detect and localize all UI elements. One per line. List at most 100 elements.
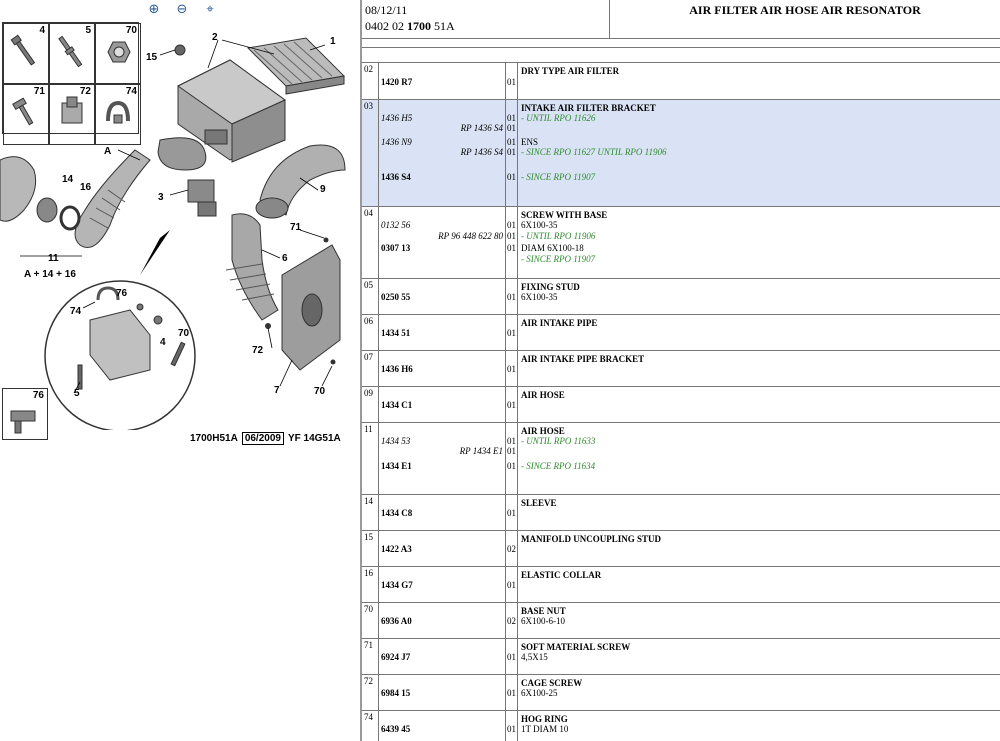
row-text: 01 bbox=[507, 508, 516, 518]
ref-cell: 02 bbox=[362, 63, 379, 99]
quantity-cell: 01 bbox=[506, 639, 518, 674]
air-pipe-6-shape bbox=[225, 213, 279, 321]
row-text[interactable]: RP 1436 S4 bbox=[460, 123, 503, 133]
quantity-cell: 01 bbox=[506, 279, 518, 314]
pan-zoom-icon[interactable]: ⌖ bbox=[206, 2, 214, 17]
row-text[interactable]: 6439 45 bbox=[381, 724, 411, 734]
actuator-3-shape bbox=[187, 179, 217, 217]
row-text: 01 bbox=[507, 172, 516, 182]
row-text: 01 bbox=[507, 400, 516, 410]
row-text: 01 bbox=[507, 364, 516, 374]
row-text: 4,5X15 bbox=[521, 652, 548, 662]
thumb-num: 71 bbox=[33, 86, 45, 97]
row-text: 01 bbox=[507, 147, 516, 157]
quantity-cell: 02 bbox=[506, 531, 518, 566]
thumb-76[interactable]: 76 bbox=[2, 388, 48, 440]
row-text: 01 bbox=[507, 446, 516, 456]
row-text[interactable]: 6936 A0 bbox=[381, 616, 412, 626]
row-text[interactable]: RP 1436 S4 bbox=[460, 147, 503, 157]
row-text: 01 bbox=[507, 113, 516, 123]
thumb-72[interactable]: 72 bbox=[49, 84, 95, 145]
row-text: DIAM 6X100-18 bbox=[521, 243, 584, 253]
thumb-71[interactable]: 71 bbox=[3, 84, 49, 145]
row-text[interactable]: 0250 55 bbox=[381, 292, 411, 302]
row-text: - UNTIL RPO 11626 bbox=[521, 113, 596, 123]
zoom-out-icon[interactable]: ⊖ bbox=[176, 2, 188, 17]
row-text[interactable]: RP 1434 E1 bbox=[459, 446, 503, 456]
row-text[interactable]: 1434 C8 bbox=[381, 508, 413, 518]
row-text[interactable]: 1436 H5 bbox=[381, 113, 413, 123]
row-text[interactable]: 1434 51 bbox=[381, 328, 411, 338]
ref-cell: 09 bbox=[362, 387, 379, 422]
callout-3: 3 bbox=[158, 192, 164, 203]
thumb-74[interactable]: 74 bbox=[95, 84, 141, 145]
row-text: 1T DIAM 10 bbox=[521, 724, 569, 734]
row-text: 6X100-6-10 bbox=[521, 616, 565, 626]
panel-splitter[interactable] bbox=[360, 0, 362, 741]
thumb-5[interactable]: 5 bbox=[49, 23, 95, 84]
callout-11: 11 bbox=[48, 253, 59, 264]
parts-list-panel: 08/12/11 0402 02 1700 51A AIR FILTER AIR… bbox=[362, 0, 1000, 741]
quantity-cell: 01 bbox=[506, 351, 518, 386]
part-number-cell: 1434 C1 bbox=[379, 387, 506, 422]
header-spacer bbox=[362, 39, 1000, 48]
ref-cell: 14 bbox=[362, 495, 379, 530]
zoom-in-icon[interactable]: ⊕ bbox=[148, 2, 160, 17]
row-text[interactable]: 1434 E1 bbox=[381, 461, 412, 471]
row-text: CAGE SCREW bbox=[521, 678, 583, 688]
row-text[interactable]: 1434 C1 bbox=[381, 400, 413, 410]
ref-cell: 07 bbox=[362, 351, 379, 386]
row-text[interactable]: 1436 H6 bbox=[381, 364, 413, 374]
part-number-cell: 1434 G7 bbox=[379, 567, 506, 602]
ref-cell: 15 bbox=[362, 531, 379, 566]
row-text: 02 bbox=[507, 616, 516, 626]
row-text: 01 bbox=[507, 688, 516, 698]
callout-7: 7 bbox=[274, 385, 280, 396]
quantity-cell: 01 bbox=[506, 63, 518, 99]
part-number-cell: 0132 56 RP 96 448 622 80 0307 13 bbox=[379, 207, 506, 278]
row-text[interactable]: 1436 N9 bbox=[381, 137, 412, 147]
row-text[interactable]: RP 96 448 622 80 bbox=[438, 231, 503, 241]
row-text[interactable]: 1420 R7 bbox=[381, 77, 413, 87]
row-text: - SINCE RPO 11907 bbox=[521, 172, 596, 182]
thumb-70[interactable]: 70 bbox=[95, 23, 141, 84]
ref-cell: 05 bbox=[362, 279, 379, 314]
row-text: 01 bbox=[507, 652, 516, 662]
row-text: 01 bbox=[507, 123, 516, 133]
ref-cell: 71 bbox=[362, 639, 379, 674]
row-text: AIR HOSE bbox=[521, 390, 565, 400]
thumb-num: 76 bbox=[32, 390, 44, 401]
row-text: AIR HOSE bbox=[521, 426, 565, 436]
part-number-cell: 1436 H5 RP 1436 S4 1436 N9 RP 1436 S4 1436 S… bbox=[379, 100, 506, 206]
callout-71: 71 bbox=[290, 222, 302, 233]
parts-header: 08/12/11 0402 02 1700 51A AIR FILTER AIR… bbox=[362, 0, 1000, 39]
row-text[interactable]: 1434 53 bbox=[381, 436, 411, 446]
callout-74: 74 bbox=[70, 306, 82, 317]
row-text[interactable]: 0132 56 bbox=[381, 220, 411, 230]
row-text[interactable]: 1422 A3 bbox=[381, 544, 412, 554]
row-text: - SINCE RPO 11627 UNTIL RPO 11906 bbox=[521, 147, 667, 157]
row-text: SLEEVE bbox=[521, 498, 557, 508]
row-text[interactable]: 1436 S4 bbox=[381, 172, 411, 182]
row-text[interactable]: 0307 13 bbox=[381, 243, 411, 253]
thumb-4[interactable]: 4 bbox=[3, 23, 49, 84]
row-text[interactable]: 6924 J7 bbox=[381, 652, 411, 662]
row-text[interactable]: 1434 G7 bbox=[381, 580, 413, 590]
row-text[interactable]: 6984 15 bbox=[381, 688, 411, 698]
row-text: 01 bbox=[507, 77, 516, 87]
